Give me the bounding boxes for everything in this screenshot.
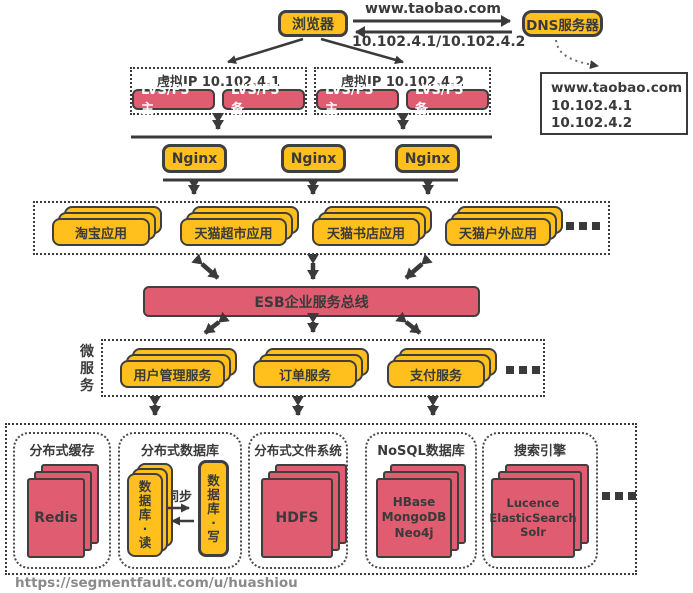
cache-title: 分布式缓存 <box>29 444 95 459</box>
nginx-2-label: Nginx <box>290 150 337 167</box>
vip-group-2-title: 虚拟IP 10.102.4.2 <box>340 75 465 90</box>
lvs-backup-1: LVS/F5 备 <box>222 83 305 117</box>
dns-server-node: DNS服务器 <box>522 10 603 37</box>
footer-url: https://segmentfault.com/u/huashiou <box>15 575 298 591</box>
service-user-label: 用户管理服务 <box>133 368 212 384</box>
db-write-label: 数据库·写 <box>207 472 220 544</box>
hdfs-label: HDFS <box>275 510 319 526</box>
cache-group: 分布式缓存 <box>13 432 111 569</box>
app-tmall-supermarket-label: 天猫超市应用 <box>194 226 273 242</box>
nginx-3-label: Nginx <box>404 150 451 167</box>
lvs-backup-2: LVS/F5 备 <box>406 83 489 117</box>
app-tmall-bookstore-label: 天猫书店应用 <box>326 226 405 242</box>
search-label: Lucence ElasticSearch Solr <box>489 495 577 540</box>
dns-request-label: www.taobao.com <box>365 1 501 17</box>
database-title: 分布式数据库 <box>140 444 219 459</box>
applications-ellipsis: ... <box>566 222 600 230</box>
infrastructure-ellipsis: ... <box>602 492 636 500</box>
microservices-ellipsis: ... <box>506 366 540 374</box>
nosql-group: NoSQL数据库 <box>365 432 477 569</box>
search-group: 搜索引擎 <box>482 432 598 569</box>
esb-label: ESB企业服务总线 <box>254 294 369 311</box>
lvs-primary-2-label: LVS/F5 主 <box>325 82 374 117</box>
nginx-1-label: Nginx <box>171 150 218 167</box>
dns-record-domain: www.taobao.com <box>551 80 683 96</box>
applications-group <box>33 201 610 255</box>
app-tmall-outdoor-label: 天猫户外应用 <box>458 226 537 242</box>
dns-response-label: 10.102.4.1/10.102.4.2 <box>352 34 526 50</box>
vip-group-1: 虚拟IP 10.102.4.1 LVS/F5 主 LVS/F5 备 <box>130 67 307 117</box>
nosql-label: HBase MongoDB Neo4j <box>381 494 447 540</box>
nginx-node-1: Nginx <box>162 144 227 173</box>
lvs-primary-2: LVS/F5 主 <box>316 83 399 117</box>
dns-record-ip2: 10.102.4.2 <box>551 115 633 132</box>
redis-label: Redis <box>34 510 78 526</box>
lvs-primary-1-label: LVS/F5 主 <box>141 82 190 117</box>
nosql-title: NoSQL数据库 <box>377 444 465 459</box>
microservices-group <box>101 339 545 397</box>
service-payment-label: 支付服务 <box>409 368 462 384</box>
dns-record-ip1: 10.102.4.1 <box>551 97 633 114</box>
dns-record-box: www.taobao.com 10.102.4.1 10.102.4.2 <box>540 72 688 135</box>
lvs-primary-1: LVS/F5 主 <box>132 83 215 117</box>
browser-label: 浏览器 <box>292 16 334 33</box>
app-taobao-label: 淘宝应用 <box>74 226 127 242</box>
lvs-backup-1-label: LVS/F5 备 <box>231 82 280 117</box>
nginx-node-2: Nginx <box>281 144 346 173</box>
service-order-label: 订单服务 <box>278 368 331 384</box>
database-group: 分布式数据库 <box>118 432 242 569</box>
db-read-label: 数据库·读 <box>138 479 152 550</box>
filesystem-title: 分布式文件系统 <box>254 443 342 458</box>
search-title: 搜索引擎 <box>513 444 566 459</box>
db-write-node: 数据库·写 <box>198 460 229 557</box>
browser-node: 浏览器 <box>278 10 348 37</box>
dns-server-label: DNS服务器 <box>526 17 599 34</box>
lvs-backup-2-label: LVS/F5 备 <box>415 82 464 117</box>
vip-group-2: 虚拟IP 10.102.4.2 LVS/F5 主 LVS/F5 备 <box>314 67 491 117</box>
vip-group-1-title: 虚拟IP 10.102.4.1 <box>156 75 281 90</box>
filesystem-group: 分布式文件系统 <box>248 432 348 569</box>
infrastructure-group <box>5 423 637 575</box>
microservices-side-label: 微服务 <box>80 344 94 394</box>
esb-bus: ESB企业服务总线 <box>143 286 480 317</box>
nginx-node-3: Nginx <box>395 144 460 173</box>
